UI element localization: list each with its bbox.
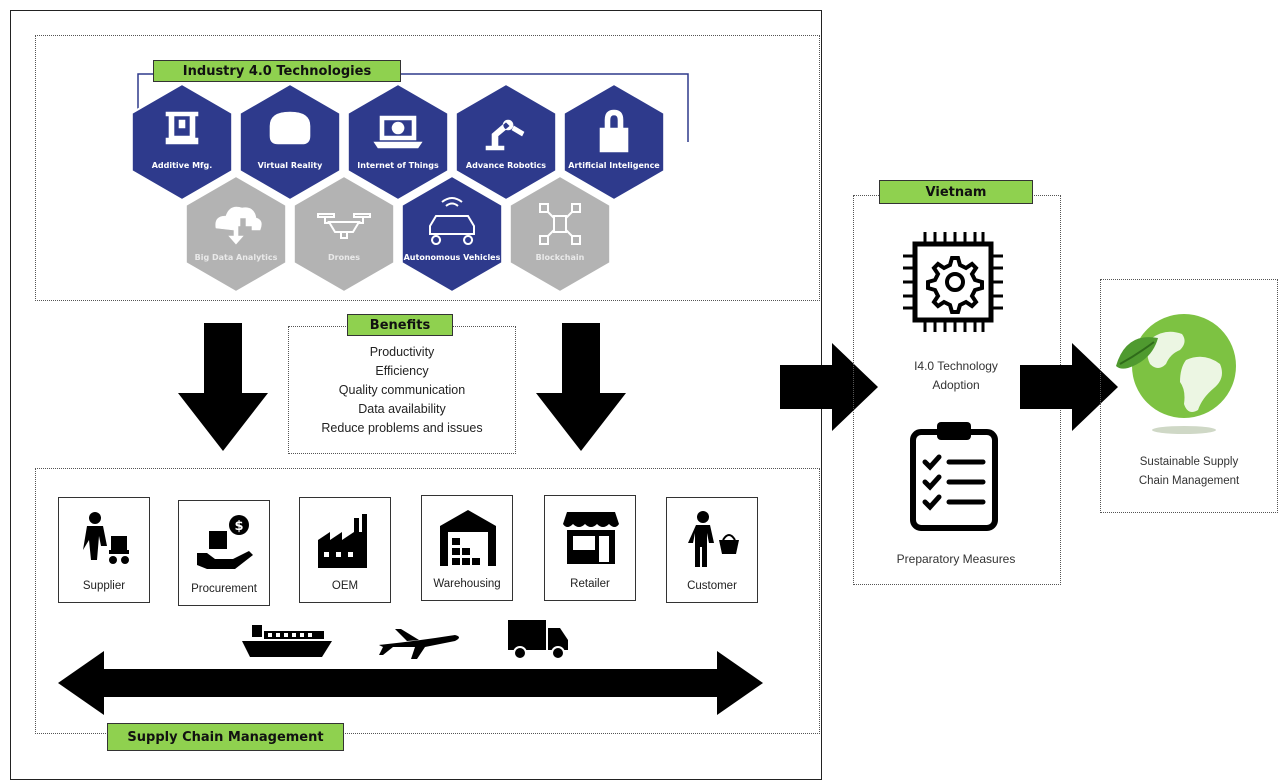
tech-label: Big Data Analytics — [195, 253, 278, 262]
stage-label: Warehousing — [433, 578, 501, 590]
shopper-basket-icon — [688, 511, 739, 567]
svg-text:$: $ — [234, 519, 243, 534]
sustainable-label: Sustainable Supply Chain Management — [1108, 453, 1270, 491]
stage-customer: Customer — [666, 497, 758, 603]
stage-procurement: $ Procurement — [178, 500, 270, 606]
worker-handtruck-icon — [83, 512, 129, 564]
tech-label: Internet of Things — [357, 161, 439, 170]
stage-oem: OEM — [299, 497, 391, 603]
padlock-icon — [599, 109, 629, 153]
adoption-line-1: I4.0 Technology — [914, 359, 998, 373]
stage-warehousing: Warehousing — [421, 495, 513, 601]
vietnam-title: Vietnam — [879, 180, 1033, 204]
cloud-download-icon — [215, 206, 262, 245]
stage-supplier: Supplier — [58, 497, 150, 603]
storefront-icon — [563, 512, 619, 564]
hand-money-icon: $ — [197, 515, 253, 569]
supply-chain-flow-arrow — [58, 651, 763, 715]
tech-hexagon — [508, 174, 612, 292]
drone-icon — [317, 213, 371, 239]
stage-label: Supplier — [82, 580, 126, 592]
supply-chain-title: Supply Chain Management — [107, 723, 344, 751]
green-globe-icon — [1116, 314, 1236, 434]
benefits-list: Productivity Efficiency Quality communic… — [290, 343, 514, 438]
industry-title: Industry 4.0 Technologies — [153, 60, 401, 82]
laptop-globe-icon — [373, 115, 423, 149]
sustainable-line-1: Sustainable Supply — [1139, 456, 1239, 468]
tech-hexagon — [454, 82, 558, 202]
tech-label: Blockchain — [536, 253, 585, 262]
supply-chain-box — [35, 468, 820, 734]
benefit-item: Reduce problems and issues — [321, 421, 483, 435]
stage-label: Procurement — [191, 583, 257, 595]
tech-label: Additive Mfg. — [152, 161, 213, 170]
benefit-item: Efficiency — [375, 364, 429, 378]
benefits-title: Benefits — [347, 314, 453, 336]
adoption-label: I4.0 Technology Adoption — [870, 357, 1042, 395]
benefit-item: Data availability — [358, 402, 446, 416]
industry-hexagons: Additive Mfg. Virtual Reality Internet of … — [130, 73, 689, 292]
benefit-item: Productivity — [369, 345, 435, 359]
warehouse-icon — [440, 510, 496, 566]
cargo-ship-icon — [242, 625, 332, 657]
tech-label: Autonomous Vehicles — [404, 253, 501, 262]
blockchain-icon — [539, 203, 581, 245]
tech-label: Advance Robotics — [466, 161, 546, 170]
connected-car-icon — [429, 197, 475, 245]
tech-label: Virtual Reality — [258, 161, 323, 170]
tech-hexagon — [292, 174, 396, 292]
sustainable-line-2: Chain Management — [1138, 475, 1240, 487]
stage-retailer: Retailer — [544, 495, 636, 601]
tech-label: Artificial Inteligence — [568, 161, 660, 170]
stage-label: OEM — [331, 580, 359, 592]
industry-box — [35, 35, 820, 301]
clipboard-checklist-icon — [910, 422, 998, 531]
stage-label: Retailer — [570, 578, 610, 590]
down-arrow-right — [536, 323, 626, 451]
airplane-icon — [379, 629, 459, 659]
arrow-to-sustainable — [1020, 343, 1118, 431]
benefit-item: Quality communication — [338, 383, 466, 397]
measures-label: Preparatory Measures — [896, 552, 1016, 566]
factory-icon — [318, 514, 367, 568]
adoption-line-2: Adoption — [932, 378, 980, 392]
robot-arm-icon — [485, 119, 525, 151]
vr-headset-icon — [269, 111, 311, 145]
truck-icon — [508, 620, 568, 660]
down-arrow-left — [178, 323, 268, 451]
stage-label: Customer — [687, 580, 737, 592]
chip-gear-icon — [903, 232, 1003, 332]
sustainable-box — [1100, 279, 1278, 513]
3d-printer-icon — [165, 111, 199, 145]
tech-label: Drones — [328, 253, 360, 262]
